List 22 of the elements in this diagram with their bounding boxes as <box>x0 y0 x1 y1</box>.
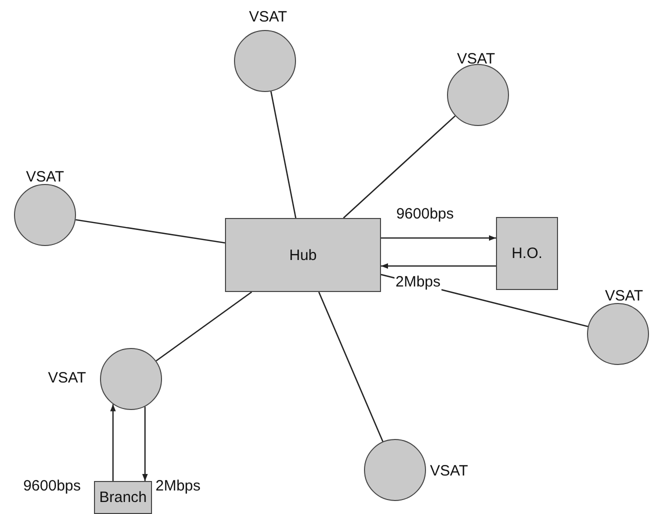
node-label: VSAT <box>48 370 86 386</box>
arrow <box>381 235 496 241</box>
connector-line <box>76 219 226 244</box>
node-label: VSAT <box>456 50 496 68</box>
node-label: VSAT <box>604 288 644 304</box>
arrow <box>142 406 148 481</box>
connector-line <box>156 291 252 362</box>
arrow <box>110 404 116 481</box>
arrow <box>381 263 496 269</box>
connector-line <box>318 292 384 442</box>
edge-label: 2Mbps <box>154 478 202 494</box>
node-box: Branch <box>94 481 152 514</box>
connector-line <box>270 91 296 218</box>
connector-line <box>343 115 456 218</box>
edge-label: 9600bps <box>22 478 82 494</box>
node-label: VSAT <box>26 168 64 186</box>
node-box: H.O. <box>496 217 558 290</box>
edge-label: 9600bps <box>395 206 455 222</box>
node-label: VSAT <box>248 8 288 26</box>
node-box: Hub <box>225 218 381 292</box>
node-label: VSAT <box>430 462 468 480</box>
edge-label: 2Mbps <box>394 274 442 290</box>
